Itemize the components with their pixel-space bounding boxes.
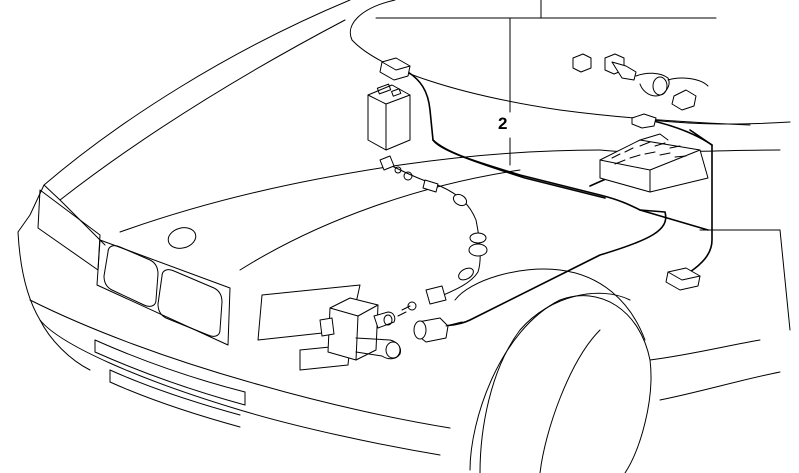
top-connector — [380, 58, 410, 80]
side-connector — [666, 268, 700, 290]
relay-box — [368, 84, 410, 150]
wiring-harness — [408, 72, 712, 326]
leader-lines — [376, 0, 716, 165]
control-unit — [600, 134, 708, 192]
top-right-connectors — [573, 54, 708, 128]
sensor-housing — [320, 298, 401, 360]
sensor-cable — [380, 156, 487, 316]
angled-connector — [414, 318, 462, 342]
callout-number: 2 — [498, 114, 508, 133]
